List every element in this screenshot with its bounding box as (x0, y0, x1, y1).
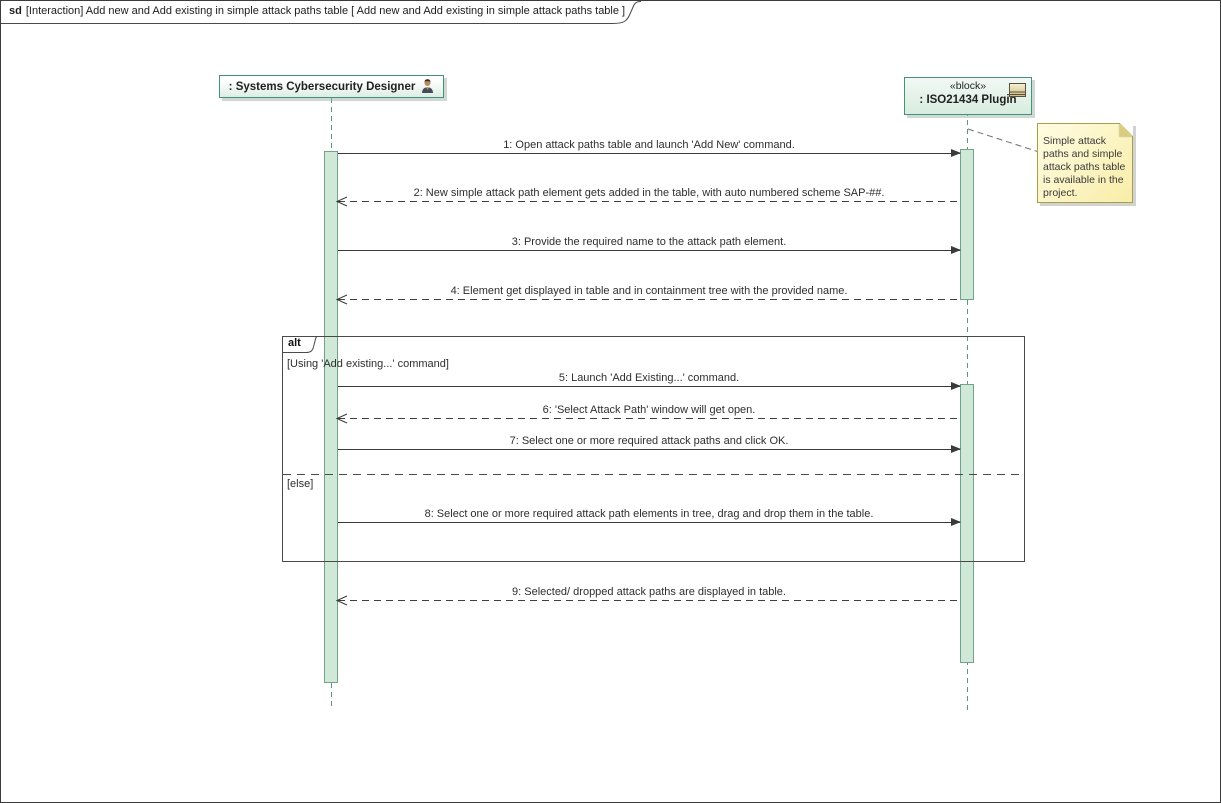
lifeline-name: : Systems Cybersecurity Designer (228, 80, 416, 93)
message-line (338, 445, 961, 453)
diagram-frame-tab: sd[Interaction] Add new and Add existing… (1, 1, 645, 26)
message-line (336, 595, 960, 606)
filled-arrowhead-icon (951, 149, 961, 157)
alt-operand-divider (283, 474, 1024, 475)
message-1[interactable]: 1: Open attack paths table and launch 'A… (338, 138, 961, 157)
alt-operator-label: alt (288, 337, 301, 349)
open-arrowhead-icon (336, 294, 348, 305)
message-line (336, 196, 960, 207)
actor-icon (422, 79, 434, 93)
message-8[interactable]: 8: Select one or more required attack pa… (338, 507, 961, 526)
lifeline-head-plugin[interactable]: «block» : ISO21434 Plugin (904, 77, 1032, 115)
open-arrowhead-icon (336, 196, 348, 207)
message-line (338, 149, 961, 157)
open-arrowhead-icon (336, 595, 348, 606)
filled-arrowhead-icon (951, 518, 961, 526)
activation-bar-designer[interactable] (324, 151, 338, 683)
message-line (336, 413, 960, 424)
message-label: 3: Provide the required name to the atta… (511, 236, 787, 248)
alt-fragment[interactable]: alt [Using 'Add existing...' command] [e… (282, 336, 1025, 562)
filled-arrowhead-icon (951, 445, 961, 453)
alt-tab-outline-icon (282, 336, 318, 353)
open-arrowhead-icon (336, 413, 348, 424)
diagram-title: sd[Interaction] Add new and Add existing… (9, 5, 629, 17)
alt-guard-2[interactable]: [else] (287, 478, 314, 490)
message-line (336, 294, 960, 305)
message-line (338, 518, 961, 526)
note-anchor-line (967, 128, 1040, 153)
alt-guard-1[interactable]: [Using 'Add existing...' command] (287, 358, 449, 370)
message-label: 7: Select one or more required attack pa… (509, 435, 789, 447)
lifeline-name: : ISO21434 Plugin (919, 94, 1017, 106)
block-icon (1009, 83, 1026, 97)
message-9[interactable]: 9: Selected/ dropped attack paths are di… (336, 585, 960, 606)
message-label: 1: Open attack paths table and launch 'A… (503, 139, 795, 151)
note[interactable]: Simple attack paths and simple attack pa… (1037, 123, 1133, 203)
message-label: 4: Element get displayed in table and in… (450, 285, 848, 297)
message-2[interactable]: 2: New simple attack path element gets a… (336, 186, 960, 207)
note-text: Simple attack paths and simple attack pa… (1043, 135, 1126, 199)
message-7[interactable]: 7: Select one or more required attack pa… (338, 434, 961, 453)
message-label: 6: 'Select Attack Path' window will get … (542, 404, 756, 416)
filled-arrowhead-icon (951, 382, 961, 390)
filled-arrowhead-icon (951, 246, 961, 254)
activation-bar-plugin-1[interactable] (960, 149, 974, 300)
frame-keyword: sd (9, 5, 22, 17)
message-4[interactable]: 4: Element get displayed in table and in… (336, 284, 960, 305)
message-5[interactable]: 5: Launch 'Add Existing...' command. (338, 371, 961, 390)
frame-tab-outline-icon (1, 1, 642, 24)
message-label: 5: Launch 'Add Existing...' command. (558, 372, 740, 384)
lifeline-stereotype: «block» (949, 80, 987, 92)
message-line (338, 246, 961, 254)
message-label: 2: New simple attack path element gets a… (413, 187, 885, 199)
message-label: 8: Select one or more required attack pa… (424, 508, 874, 520)
message-6[interactable]: 6: 'Select Attack Path' window will get … (336, 403, 960, 424)
message-label: 9: Selected/ dropped attack paths are di… (512, 586, 786, 598)
alt-operator-tab[interactable]: alt (282, 336, 318, 353)
frame-title-text: [Interaction] Add new and Add existing i… (25, 5, 626, 17)
lifeline-head-designer[interactable]: : Systems Cybersecurity Designer (219, 75, 444, 98)
message-line (338, 382, 961, 390)
message-3[interactable]: 3: Provide the required name to the atta… (338, 235, 961, 254)
